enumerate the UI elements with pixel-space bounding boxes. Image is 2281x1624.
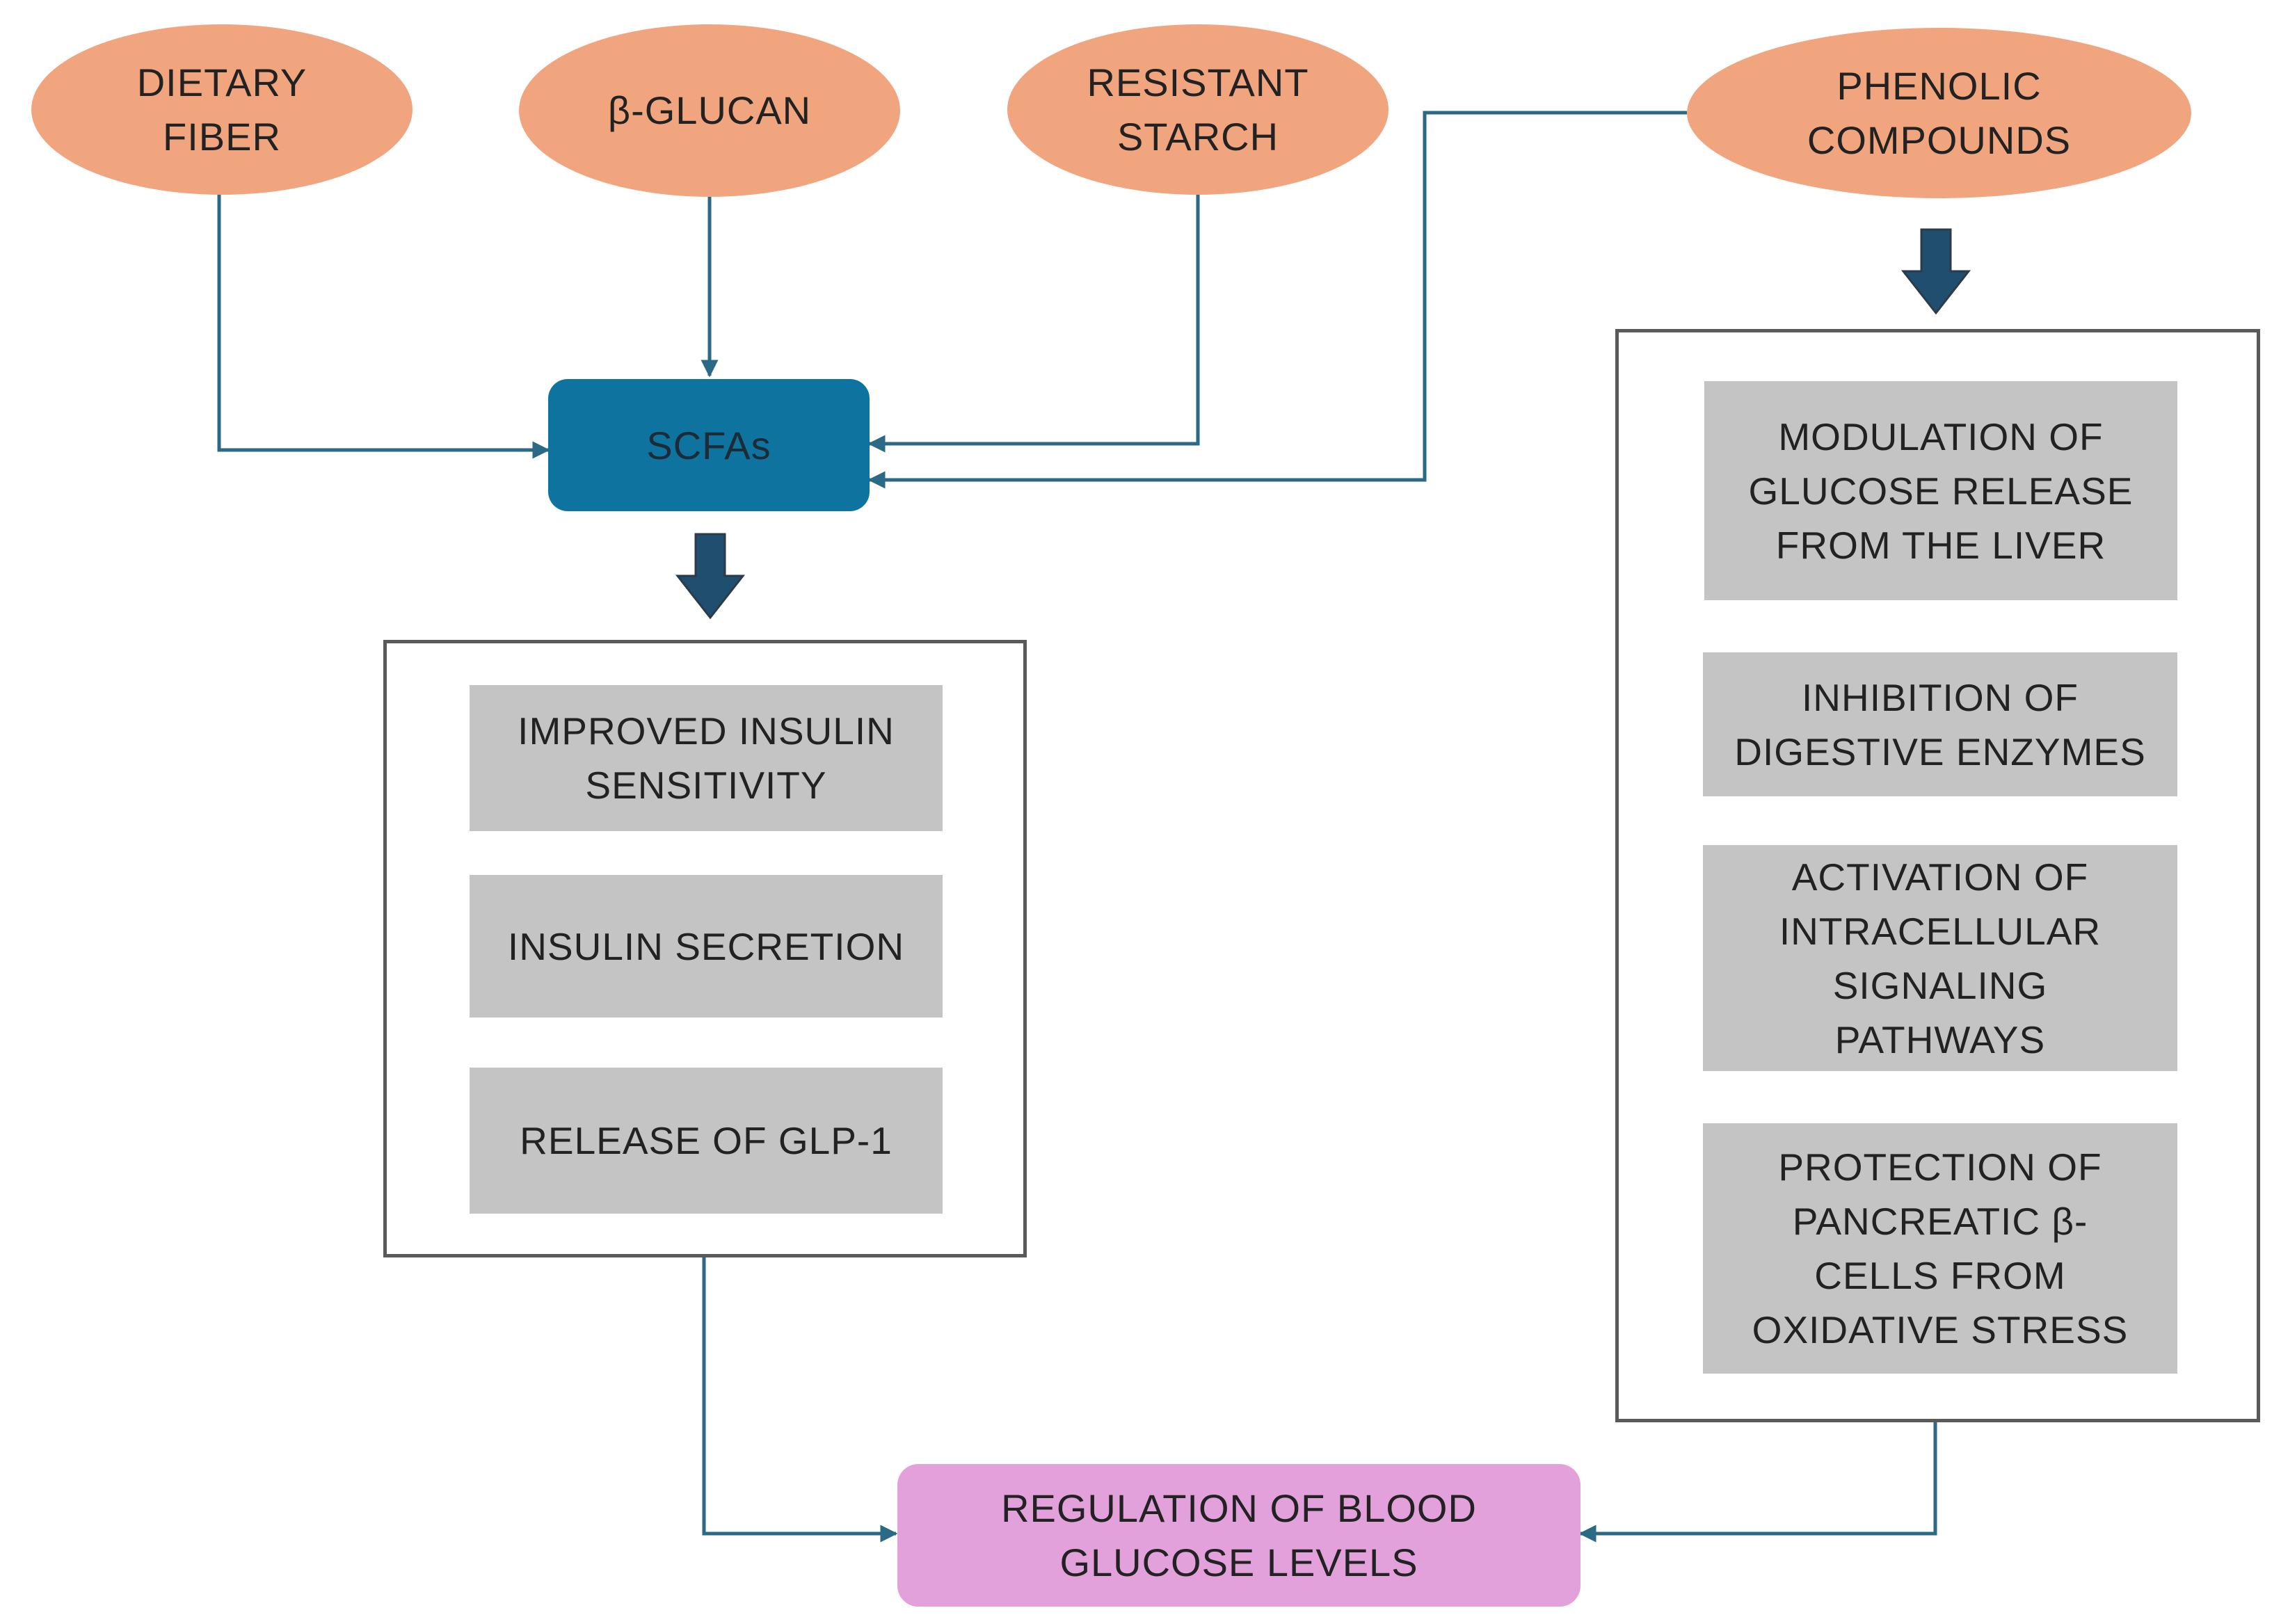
connector-starch-to-scfa [867,195,1200,453]
connector-fiber-to-scfa [217,195,550,459]
effect-release-of-glp1: RELEASE OF GLP-1 [470,1068,943,1214]
source-beta-glucan: β-GLUCAN [519,24,900,197]
effect-modulation-glucose-release: MODULATION OF GLUCOSE RELEASE FROM THE L… [1704,381,2177,600]
connector-phenolic-to-scfa [867,111,1687,489]
source-phenolic-compounds: PHENOLIC COMPOUNDS [1687,28,2191,198]
block-arrow-scfa-down [675,533,746,620]
source-dietary-fiber: DIETARY FIBER [31,24,413,195]
connector-scfa-box-to-outcome [702,1257,898,1543]
scfa-node: SCFAs [548,379,870,511]
effect-improved-insulin-sensitivity: IMPROVED INSULIN SENSITIVITY [470,685,943,831]
effect-inhibition-digestive-enzymes: INHIBITION OF DIGESTIVE ENZYMES [1703,652,2177,796]
connector-phenolic-box-to-outcome [1578,1420,1937,1543]
outcome-blood-glucose-regulation: REGULATION OF BLOOD GLUCOSE LEVELS [897,1464,1580,1607]
effect-protection-beta-cells: PROTECTION OF PANCREATIC β- CELLS FROM O… [1703,1123,2177,1374]
block-arrow-phenolic-down [1900,228,1971,315]
source-resistant-starch: RESISTANT STARCH [1007,24,1388,195]
effect-insulin-secretion: INSULIN SECRETION [470,875,943,1018]
effect-activation-signaling-pathways: ACTIVATION OF INTRACELLULAR SIGNALING PA… [1703,845,2177,1071]
